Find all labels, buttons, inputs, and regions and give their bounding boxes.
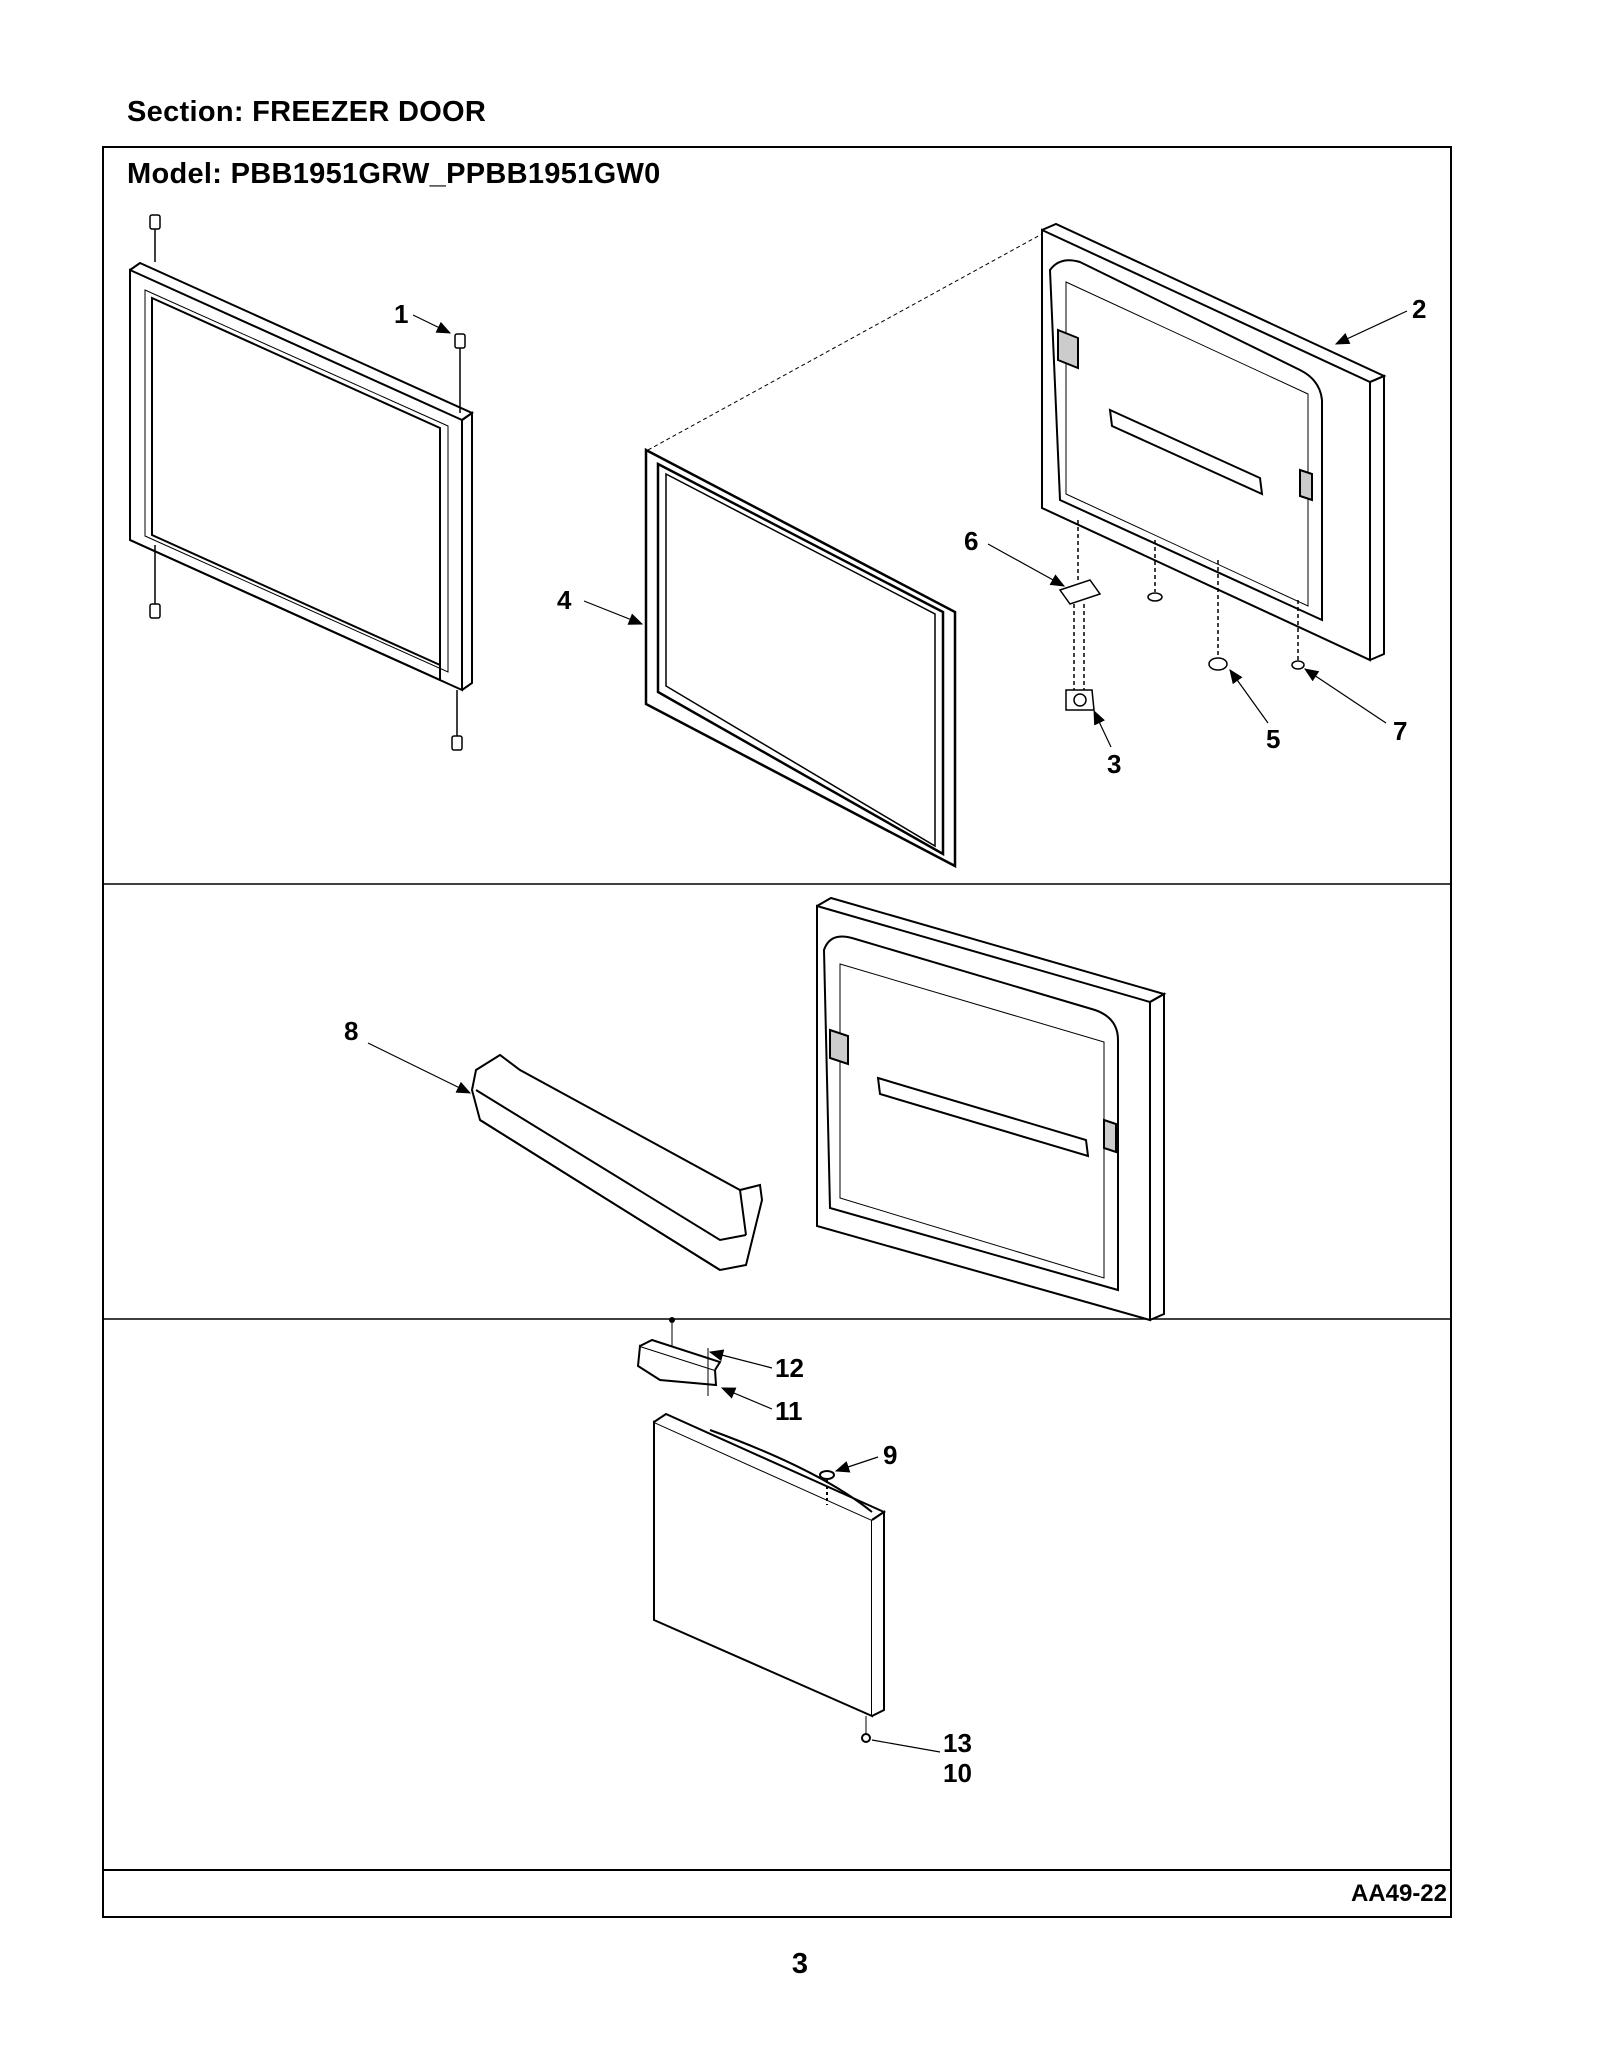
door-gasket <box>644 447 957 869</box>
callout-9: 9 <box>883 1440 897 1470</box>
callout-8: 8 <box>344 1016 358 1046</box>
page-number: 3 <box>791 1948 809 1980</box>
callout-13: 13 <box>943 1728 972 1758</box>
callout-1: 1 <box>394 299 408 329</box>
diagram-frame <box>102 146 1452 1918</box>
hinge-bracket <box>1058 520 1305 711</box>
panel3-leader-lines <box>708 1349 941 1753</box>
freezer-door-assembled <box>816 896 1167 1322</box>
callout-leader-lines <box>412 310 1408 748</box>
door-frame <box>129 261 475 692</box>
frame-screws <box>149 214 466 751</box>
callout-4: 4 <box>557 585 572 615</box>
section-title: Section: FREEZER DOOR <box>127 96 487 128</box>
diagram-code: AA49-22 <box>1350 1880 1447 1907</box>
callout-11: 11 <box>775 1396 803 1426</box>
callout-5: 5 <box>1266 724 1280 754</box>
callout-7: 7 <box>1393 716 1407 746</box>
callout-2: 2 <box>1412 294 1426 324</box>
inner-door-liner <box>1041 222 1387 662</box>
door-panel-front <box>653 1412 887 1743</box>
alignment-guide <box>647 233 1043 451</box>
callout-6: 6 <box>964 526 978 556</box>
callout-10: 10 <box>943 1758 972 1788</box>
door-handle <box>636 1317 722 1396</box>
callout-3: 3 <box>1107 749 1121 779</box>
callout-leader-8 <box>367 1042 472 1094</box>
door-bin <box>470 1053 764 1272</box>
callout-12: 12 <box>775 1353 804 1383</box>
model-title: Model: PBB1951GRW_PPBB1951GW0 <box>127 158 661 190</box>
